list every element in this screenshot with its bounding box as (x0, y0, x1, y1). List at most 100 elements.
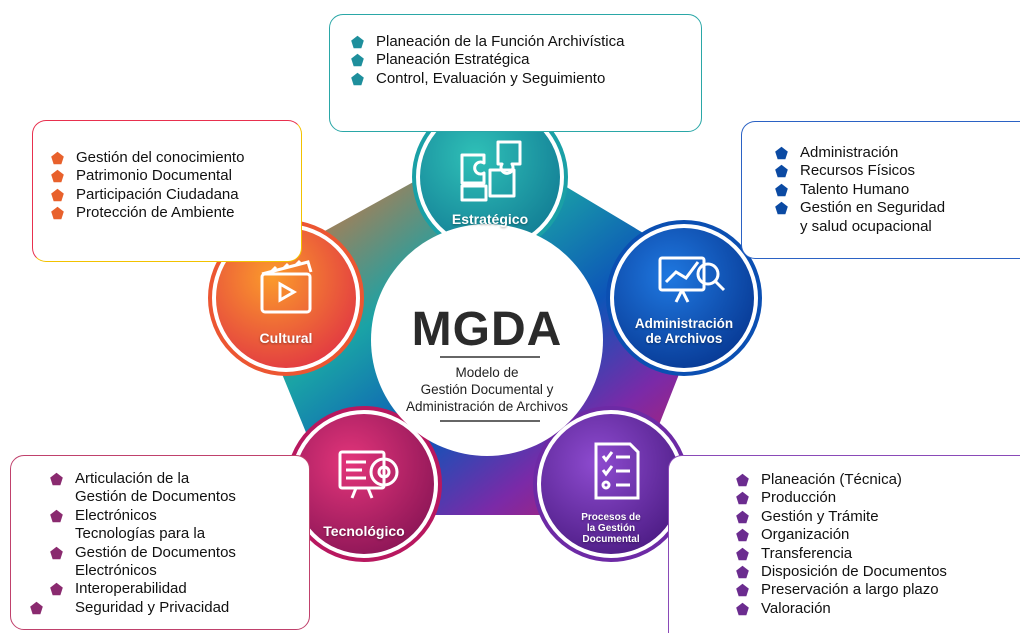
list-item-text: Participación Ciudadana (76, 185, 239, 203)
list-item: Administración (774, 144, 1020, 162)
list-item-continuation: Tecnologías para la (49, 525, 309, 543)
list-item-text: Planeación de la Función Archivística (376, 33, 625, 50)
list-item-text: Electrónicos (75, 562, 157, 580)
pentagon-bullet-icon (351, 72, 364, 86)
pentagon-bullet-icon (736, 565, 749, 579)
box-tecnologico: Articulación de la Gestión de Documentos… (10, 455, 310, 630)
pentagon-bullet-icon (736, 584, 749, 597)
box-procesos: Planeación (Técnica) Producción Gestión … (668, 455, 1020, 633)
list-item-text: Gestión del conocimiento (76, 149, 245, 166)
list-item: Gestión de Documentos (49, 544, 309, 562)
monitor-eye-icon (338, 450, 399, 499)
list-item-text: Disposición de Documentos (761, 563, 947, 581)
list-item: Seguridad y Privacidad (29, 599, 309, 617)
pentagon-bullet-icon (775, 146, 788, 160)
list-item: Gestión en Seguridad (774, 199, 1020, 217)
list-item-text: Patrimonio Documental (76, 167, 232, 185)
pentagon-bullet-icon (51, 206, 64, 220)
list-item: Organización (735, 526, 1020, 544)
pentagon-bullet-icon (736, 510, 749, 524)
box-estrategico: Planeación de la Función Archivística Pl… (329, 14, 702, 132)
pentagon-bullet-icon (775, 201, 788, 215)
pentagon-bullet-icon (736, 547, 749, 560)
list-item: Patrimonio Documental (50, 167, 301, 185)
node-label-procesos-line-1: Procesos de (581, 512, 641, 523)
list-item-continuation: Electrónicos (49, 562, 309, 580)
center-acronym: MGDA (411, 303, 563, 356)
list-item-text: Interoperabilidad (75, 580, 187, 598)
list-item: Articulación de la (49, 470, 309, 488)
pentagon-bullet-icon (775, 183, 788, 197)
list-item: Planeación Estratégica (350, 51, 701, 69)
node-label-administracion-line-2: de Archivos (645, 331, 723, 346)
list-procesos: Planeación (Técnica) Producción Gestión … (735, 471, 1020, 618)
box-administracion: Administración Recursos Físicos Talento … (741, 121, 1020, 259)
list-tecnologico: Articulación de la Gestión de Documentos… (30, 470, 309, 617)
node-label-cultural: Cultural (259, 330, 313, 346)
list-item-text: Planeación Estratégica (376, 51, 530, 69)
pentagon-bullet-icon (736, 528, 749, 542)
list-item-text: Valoración (761, 599, 831, 617)
checklist-icon (594, 442, 640, 500)
list-administracion: Administración Recursos Físicos Talento … (774, 144, 1020, 236)
pentagon-bullet-icon (51, 170, 64, 183)
box-cultural: Gestión del conocimiento Patrimonio Docu… (32, 120, 302, 262)
pentagon-bullet-icon (30, 601, 43, 615)
node-circle-procesos (541, 414, 681, 554)
list-item: Planeación (Técnica) (735, 471, 1020, 489)
list-item-text: Planeación (Técnica) (761, 471, 902, 488)
list-cultural: Gestión del conocimiento Patrimonio Docu… (50, 149, 301, 223)
list-item-text: Tecnologías para la (75, 525, 206, 543)
node-label-administracion: Administración de Archivos (624, 316, 744, 346)
pentagon-bullet-icon (736, 602, 749, 616)
list-item-text: Transferencia (761, 544, 853, 562)
pentagon-bullet-icon (775, 165, 788, 178)
list-item-text: y salud ocupacional (800, 217, 932, 235)
node-circle-tecnologico (294, 414, 434, 554)
node-label-estrategico: Estratégico (451, 211, 529, 227)
list-item-text: Articulación de la (75, 470, 190, 487)
pentagon-bullet-icon (50, 546, 63, 559)
center-subtitle-line-1: Modelo de (455, 365, 519, 380)
list-item-text: Protección de Ambiente (76, 204, 235, 222)
center-subtitle-line-2: Gestión Documental y (420, 382, 554, 397)
list-item: Electrónicos (49, 507, 309, 525)
pentagon-bullet-icon (736, 473, 749, 487)
list-item: Valoración (735, 600, 1020, 618)
list-item: Producción (735, 489, 1020, 507)
list-item: Talento Humano (774, 181, 1020, 199)
puzzle-icon (460, 140, 522, 202)
node-label-procesos-line-3: Documental (582, 534, 640, 545)
list-item-text: Gestión en Seguridad (800, 199, 946, 217)
list-item: Interoperabilidad (49, 580, 309, 598)
pentagon-bullet-icon (50, 472, 63, 486)
list-item-continuation: Gestión de Documentos (49, 488, 309, 506)
node-circle-administracion (614, 228, 754, 368)
node-label-procesos: Procesos de la Gestión Documental (561, 512, 661, 545)
list-item-text: Producción (761, 489, 837, 507)
list-item: Preservación a largo plazo (735, 581, 1020, 599)
node-label-procesos-line-2: la Gestión (586, 523, 636, 534)
list-item-text: Gestión de Documentos (75, 488, 236, 506)
center-subtitle-line-3: Administración de Archivos (405, 399, 569, 414)
node-label-administracion-line-1: Administración (634, 316, 734, 331)
list-item: Participación Ciudadana (50, 186, 301, 204)
pentagon-bullet-icon (51, 188, 64, 202)
list-item-text: Seguridad y Privacidad (75, 598, 230, 616)
list-item: Recursos Físicos (774, 162, 1020, 180)
list-item: Protección de Ambiente (50, 204, 301, 222)
list-item-text: Gestión de Documentos (75, 543, 236, 561)
pentagon-bullet-icon (351, 54, 364, 67)
list-item-text: Gestión y Trámite (761, 507, 879, 525)
pentagon-bullet-icon (351, 35, 364, 49)
center-subtitle: Modelo de Gestión Documental y Administr… (387, 364, 587, 415)
list-item: Transferencia (735, 545, 1020, 563)
pentagon-bullet-icon (50, 583, 63, 596)
list-item-text: Recursos Físicos (800, 162, 916, 180)
list-estrategico: Planeación de la Función Archivística Pl… (350, 33, 701, 88)
pentagon-bullet-icon (50, 509, 63, 523)
list-item-continuation: y salud ocupacional (774, 218, 1020, 236)
list-item-text: Electrónicos (75, 506, 157, 524)
